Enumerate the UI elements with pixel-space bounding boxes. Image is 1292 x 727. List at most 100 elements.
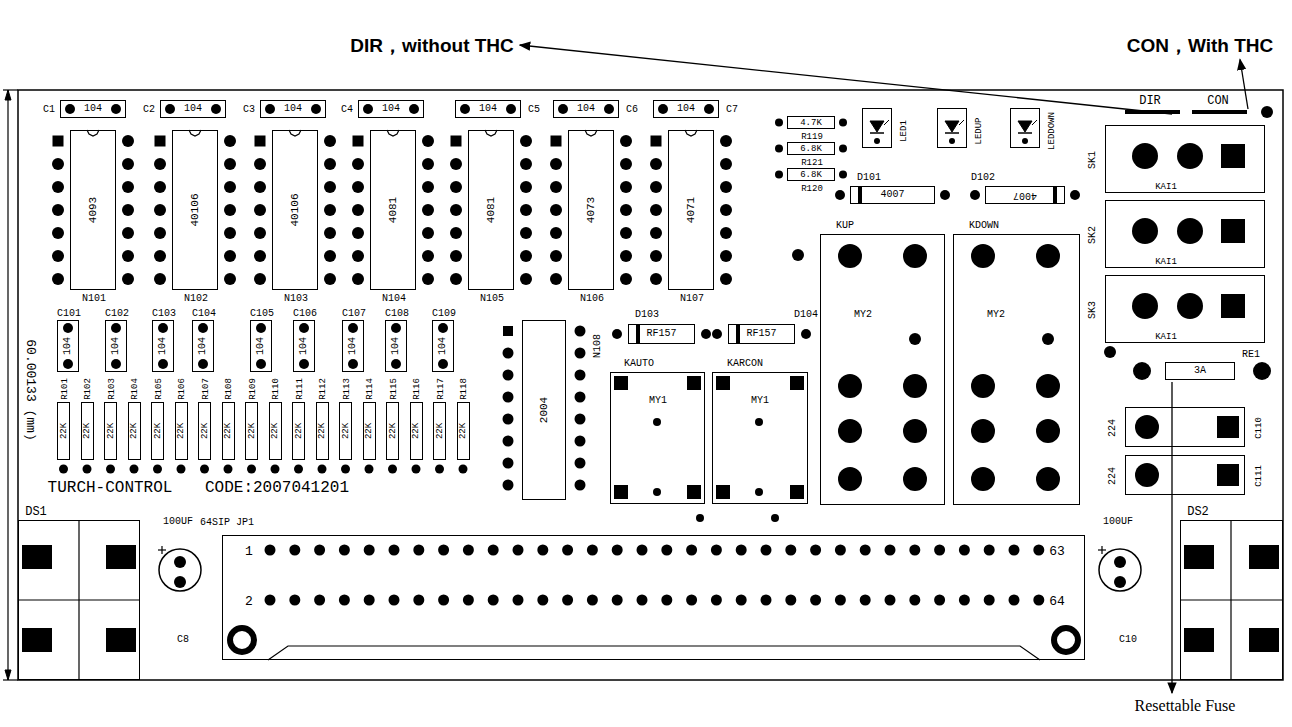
solder-pad [65,104,75,114]
solder-pad [506,104,516,114]
ref-designator: C3 [243,105,255,115]
via [696,514,704,522]
part-value: 22K [130,423,139,439]
solder-pad [575,458,586,469]
ref-designator: DS1 [25,506,47,518]
solder-pad [254,273,266,285]
solder-pad [838,419,862,443]
solder-pad [52,181,64,193]
capacitor-box: C7104 [653,100,719,118]
solder-pad [650,250,662,262]
header-pin [860,545,871,556]
solder-pad [801,329,811,339]
part-value: 104 [677,104,695,114]
header-pin [1009,545,1020,556]
solder-pad [311,104,321,114]
solder-pad [122,181,134,193]
solder-pad [158,323,168,333]
ref-designator: C104 [192,309,216,319]
solder-pad [154,158,166,170]
display-outline: DS1 [18,520,140,680]
header-pin [364,545,375,556]
header-pin [909,595,920,606]
ref-designator: R113 [342,378,351,400]
solder-pad [52,273,64,285]
header-pin [661,595,672,606]
solder-pad [165,104,175,114]
callout-note: Resettable Fuse [1135,698,1236,714]
diode-box: D1024007 [985,186,1065,204]
solder-pad [1036,244,1060,268]
solder-pad [198,323,208,333]
electrolytic-capacitor: 100UFC10 [1098,548,1142,592]
header-pin [314,545,325,556]
solder-pad [450,181,462,193]
solder-pad [949,138,955,144]
square-pad [1217,464,1239,486]
solder-pad [1070,190,1080,200]
polarity-mark [1101,546,1102,554]
solder-pad [450,158,462,170]
solder-pad [575,326,586,337]
solder-pad [299,323,309,333]
header-pin [785,595,796,606]
header-pin [810,545,821,556]
electrolytic-capacitor: 100UFC8 [158,548,202,592]
resistor-box: R10622K [175,402,188,460]
solder-pad [352,204,364,216]
header-pin [438,595,449,606]
part-value: 22K [200,423,209,439]
ref-designator: C111 [1255,465,1264,487]
ref-designator: R104 [131,378,140,400]
solder-pad [620,158,632,170]
solder-pad [352,273,364,285]
header-pin [1033,545,1044,556]
solder-pad [224,204,236,216]
resistor-box: R10822K [222,402,235,460]
solder-pad [122,250,134,262]
diode-band [736,324,740,344]
header-pin [289,545,300,556]
solder-pad [256,359,266,369]
header-pin [488,545,499,556]
solder-pad [224,273,236,285]
part-value: 4.7K [800,118,822,127]
header-pin [314,595,325,606]
header-pin [289,595,300,606]
via [792,249,804,261]
header-pin [885,545,896,556]
solder-pad [352,227,364,239]
part-value: 6.8K [800,144,822,153]
silkscreen-line [1180,599,1283,600]
part-value: 104 [63,337,73,355]
solder-pad [971,419,995,443]
dimension-arrow [5,90,11,100]
square-pad [353,136,364,147]
solder-pad [550,158,562,170]
capacitor-box: C101104 [57,320,79,372]
part-value: 22K [153,423,162,439]
header-pin [562,545,573,556]
header-pin [885,595,896,606]
solder-pad [874,138,880,144]
header-pin [810,595,821,606]
ref-designator: C110 [1255,417,1264,439]
pin-number: 1 [245,545,253,558]
part-value: 22K [294,423,303,439]
solder-pad [174,556,186,568]
ref-designator: LEDUP [975,117,984,144]
ic-outline: N1014093 [70,130,116,290]
solder-pad [503,414,514,425]
ic-outline: N1082004 [522,320,566,500]
resistor-box: R1216.8K [787,142,835,155]
solder-pad [224,158,236,170]
square-pad [790,376,804,390]
solder-pad [422,181,434,193]
square-pad [716,376,730,390]
part-value: MY2 [987,310,1005,320]
square-pad [790,485,804,499]
terminal-block: SK2KAI1 [1105,200,1265,268]
solder-pad [1177,293,1203,319]
solder-pad [198,359,208,369]
solder-pad [1132,293,1158,319]
